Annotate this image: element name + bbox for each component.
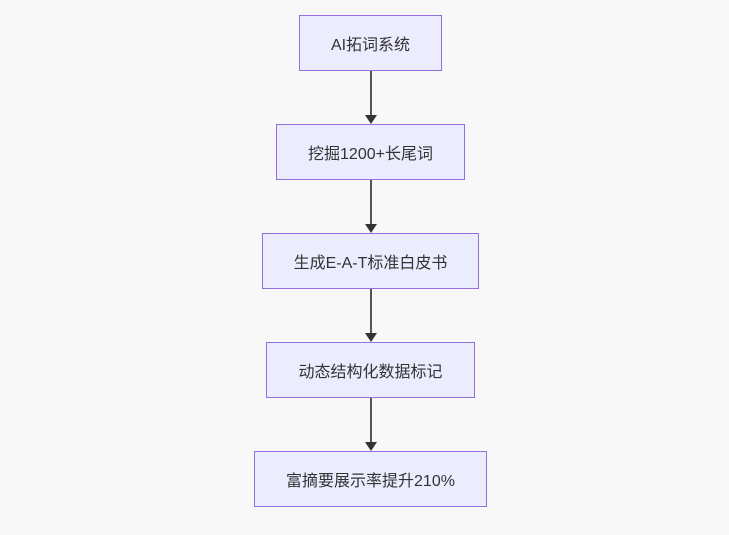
arrow-head-icon <box>364 442 377 451</box>
arrow-line <box>369 71 372 116</box>
flow-node-ai-keyword-system: AI拓词系统 <box>298 15 443 71</box>
flow-node-structured-data-markup: 动态结构化数据标记 <box>266 342 475 398</box>
flow-node-eat-whitepaper: 生成E-A-T标准白皮书 <box>261 233 480 289</box>
flow-node-longtail-mining: 挖掘1200+长尾词 <box>276 124 465 180</box>
flow-arrow-2 <box>364 180 378 233</box>
arrow-head-icon <box>364 333 377 342</box>
arrow-line <box>369 289 372 334</box>
flow-arrow-1 <box>364 71 378 124</box>
flow-node-rich-snippet-result: 富摘要展示率提升210% <box>254 451 487 507</box>
flowchart: AI拓词系统 挖掘1200+长尾词 生成E-A-T标准白皮书 动态结构化数据标记… <box>254 15 487 507</box>
arrow-head-icon <box>364 224 377 233</box>
flow-arrow-3 <box>364 289 378 342</box>
flow-arrow-4 <box>364 398 378 451</box>
arrow-head-icon <box>364 115 377 124</box>
arrow-line <box>369 398 372 443</box>
arrow-line <box>369 180 372 225</box>
